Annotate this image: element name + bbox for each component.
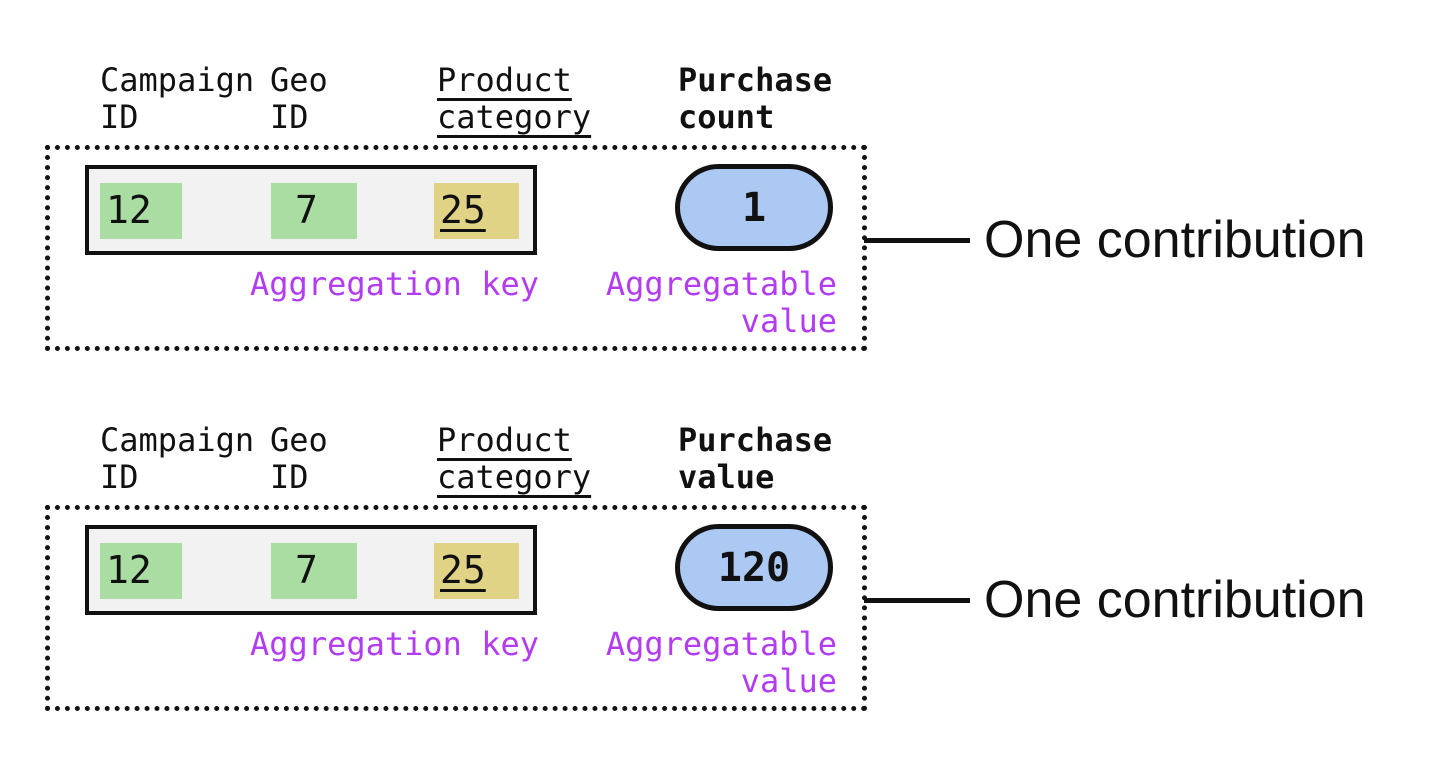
contribution-panel-purchase-count: Campaign ID Geo ID Product category Purc… [0,0,1442,360]
cell-product-category: 25 [434,183,519,239]
cell-campaign-id: 12 [100,543,182,599]
column-header-geo-id: Geo ID [270,421,328,496]
cell-product-category: 25 [434,543,519,599]
column-header-product-category: Product category [437,61,592,136]
connector-line [864,238,970,243]
column-header-product-category: Product category [437,421,592,496]
cell-geo-id: 7 [271,543,357,599]
contribution-boundary [45,505,867,711]
cell-geo-id: 7 [271,183,357,239]
aggregatable-value-pill: 120 [675,524,833,611]
aggregatable-value-label: Aggregatable value [605,625,837,700]
column-header-campaign-id: Campaign ID [100,61,255,136]
column-header-campaign-id: Campaign ID [100,421,255,496]
one-contribution-label: One contribution [984,571,1366,629]
contribution-panel-purchase-value: Campaign ID Geo ID Product category Purc… [0,360,1442,720]
cell-campaign-id: 12 [100,183,182,239]
connector-line [864,598,970,603]
column-header-purchase-value: Purchase value [678,421,833,496]
aggregatable-value-label: Aggregatable value [605,265,837,340]
aggregation-key-label: Aggregation key [250,625,539,663]
one-contribution-label: One contribution [984,211,1366,269]
column-header-purchase-count: Purchase count [678,61,833,136]
column-header-geo-id: Geo ID [270,61,328,136]
aggregation-key-label: Aggregation key [250,265,539,303]
contribution-boundary [45,145,867,351]
aggregatable-value-pill: 1 [675,164,833,251]
